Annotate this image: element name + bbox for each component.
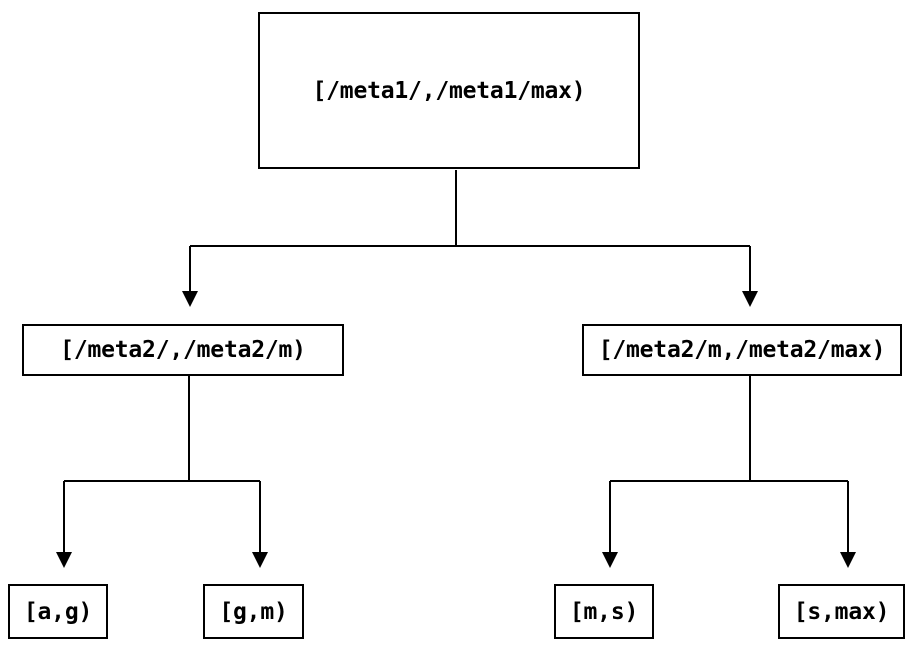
arrowhead-leaf-2 — [252, 552, 268, 568]
node-leaf-smax-label: [s,max) — [793, 598, 890, 625]
arrowhead-level2-left — [182, 291, 198, 307]
node-level2-right-label: [/meta2/m,/meta2/max) — [598, 337, 886, 363]
arrowhead-leaf-1 — [56, 552, 72, 568]
node-leaf-ms: [m,s) — [554, 584, 654, 639]
node-leaf-ag: [a,g) — [8, 584, 108, 639]
node-root: [/meta1/,/meta1/max) — [258, 12, 640, 169]
node-leaf-gm: [g,m) — [203, 584, 304, 639]
node-leaf-smax: [s,max) — [778, 584, 905, 639]
node-leaf-ms-label: [m,s) — [569, 598, 639, 625]
node-level2-left-label: [/meta2/,/meta2/m) — [60, 337, 306, 363]
node-level2-right: [/meta2/m,/meta2/max) — [582, 324, 902, 376]
node-leaf-ag-label: [a,g) — [23, 598, 93, 625]
node-level2-left: [/meta2/,/meta2/m) — [22, 324, 344, 376]
arrowhead-leaf-3 — [602, 552, 618, 568]
arrowhead-level2-right — [742, 291, 758, 307]
node-leaf-gm-label: [g,m) — [219, 598, 288, 625]
node-root-label: [/meta1/,/meta1/max) — [312, 77, 586, 104]
arrowhead-leaf-4 — [840, 552, 856, 568]
